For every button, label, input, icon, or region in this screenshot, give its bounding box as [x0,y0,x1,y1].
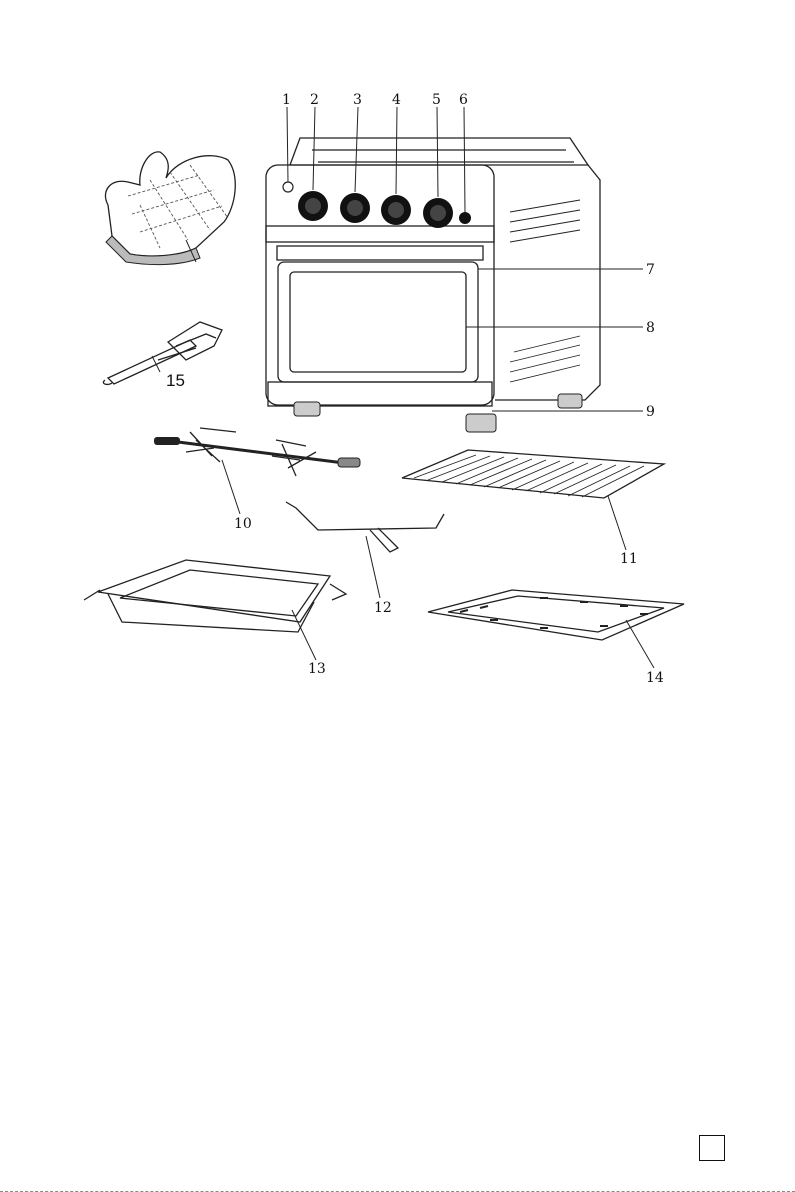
callout-12: 12 [374,600,392,616]
callout-11: 11 [620,551,638,567]
wire-rack-drawing [402,450,664,550]
callout-14: 14 [646,670,664,686]
callout-10: 10 [234,516,252,532]
oven-mitt-drawing [105,152,235,265]
crumb-tray-drawing [428,590,684,668]
callout-13: 13 [308,661,326,677]
rotisserie-spit-drawing [154,428,360,476]
callout-7: 7 [646,262,655,278]
callout-4: 4 [392,92,401,108]
callout-2: 2 [310,92,319,108]
callout-8: 8 [646,320,655,336]
callout-6: 6 [459,92,468,108]
callout-leaders [222,107,643,514]
oven-drawing [266,138,600,432]
parts-diagram: 1 2 3 4 5 6 7 8 9 10 11 12 13 14 15 [0,0,795,700]
callout-9: 9 [646,404,655,420]
rotisserie-fork-tool-drawing [103,322,222,384]
callout-5: 5 [432,92,441,108]
callout-3: 3 [353,92,362,108]
callout-1: 1 [282,92,291,108]
baking-pan-drawing [84,560,346,660]
callout-15: 15 [166,371,185,390]
page-number-box [699,1135,725,1161]
